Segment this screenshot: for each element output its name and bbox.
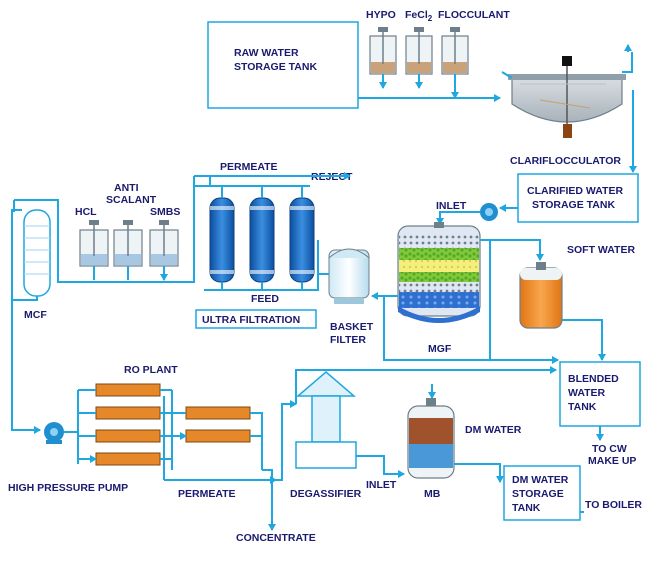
ro-plant-label: RO PLANT xyxy=(124,364,178,376)
to-cw-label-1: TO CW xyxy=(592,443,627,455)
mixed-bed-vessel xyxy=(407,398,455,479)
mcf-label: MCF xyxy=(24,309,47,321)
flocculant-dosing-tank xyxy=(441,27,469,75)
basket-label-1: BASKET xyxy=(330,321,374,333)
high-pressure-pump-label: HIGH PRESSURE PUMP xyxy=(8,482,128,494)
high-pressure-pump-icon xyxy=(44,422,64,444)
ultra-filtration-label: ULTRA FILTRATION xyxy=(202,314,300,326)
permeate-top-label: PERMEATE xyxy=(220,161,278,173)
hcl-label: HCL xyxy=(75,206,97,218)
multi-grade-filter xyxy=(397,222,481,323)
ro-stage-2 xyxy=(185,406,251,443)
soft-water-label: SOFT WATER xyxy=(567,244,635,256)
clariflocculator-label: CLARIFLOCCULATOR xyxy=(510,155,621,167)
dm-storage-label-1: DM WATER xyxy=(512,474,569,486)
blended-label-1: BLENDED xyxy=(568,373,619,385)
uf-membrane-2 xyxy=(249,197,275,283)
flocculant-label: FLOCCULANT xyxy=(438,9,510,21)
motor-icon xyxy=(562,56,572,66)
blended-label-3: TANK xyxy=(568,401,597,413)
hypo-dosing-tank xyxy=(369,27,397,75)
basket-filter xyxy=(328,248,370,304)
anti-label-2: SCALANT xyxy=(106,194,157,206)
smbs-dosing-tank xyxy=(149,220,179,267)
hcl-dosing-tank xyxy=(79,220,109,267)
uf-membrane-3 xyxy=(289,197,315,283)
dm-storage-label-2: STORAGE xyxy=(512,488,564,500)
concentrate-label: CONCENTRATE xyxy=(236,532,316,544)
anti-scalant-dosing-tank xyxy=(113,220,143,267)
degassifier-label: DEGASSIFIER xyxy=(290,488,362,500)
degassifier xyxy=(295,371,357,469)
to-boiler-label: TO BOILER xyxy=(585,499,642,511)
inlet-top-label: INLET xyxy=(436,200,467,212)
raw-water-storage-tank-box xyxy=(207,21,359,109)
softener-vessel xyxy=(519,262,563,329)
raw-water-label-1: RAW WATER xyxy=(234,47,299,59)
permeate-bottom-label: PERMEATE xyxy=(178,488,236,500)
ro-stage-1 xyxy=(95,383,161,466)
clarified-water-storage-tank-box xyxy=(517,173,639,223)
fecl2-label: FeCl2 xyxy=(405,9,433,23)
dm-water-label: DM WATER xyxy=(465,424,522,436)
dm-storage-label-3: TANK xyxy=(512,502,541,514)
basket-label-2: FILTER xyxy=(330,334,366,346)
dm-water-storage-tank-box xyxy=(503,465,581,521)
clariflocculator xyxy=(508,56,626,138)
micron-cartridge-filter xyxy=(23,209,51,297)
mgf-label: MGF xyxy=(428,343,452,355)
raw-water-label-2: STORAGE TANK xyxy=(234,61,317,73)
fecl2-dosing-tank xyxy=(405,27,433,75)
clarified-label-1: CLARIFIED WATER xyxy=(527,185,623,197)
blended-label-2: WATER xyxy=(568,387,606,399)
ultra-filtration-box xyxy=(195,309,317,329)
feed-label: FEED xyxy=(251,293,279,305)
to-cw-label-2: MAKE UP xyxy=(588,455,636,467)
inlet-bottom-label: INLET xyxy=(366,479,397,491)
clarified-label-2: STORAGE TANK xyxy=(532,199,615,211)
anti-label-1: ANTI xyxy=(114,182,139,194)
uf-membrane-1 xyxy=(209,197,235,283)
pump-icon xyxy=(480,203,498,221)
mb-label: MB xyxy=(424,488,441,500)
blended-water-tank-box xyxy=(559,361,641,427)
hypo-label: HYPO xyxy=(366,9,396,21)
smbs-label: SMBS xyxy=(150,206,180,218)
